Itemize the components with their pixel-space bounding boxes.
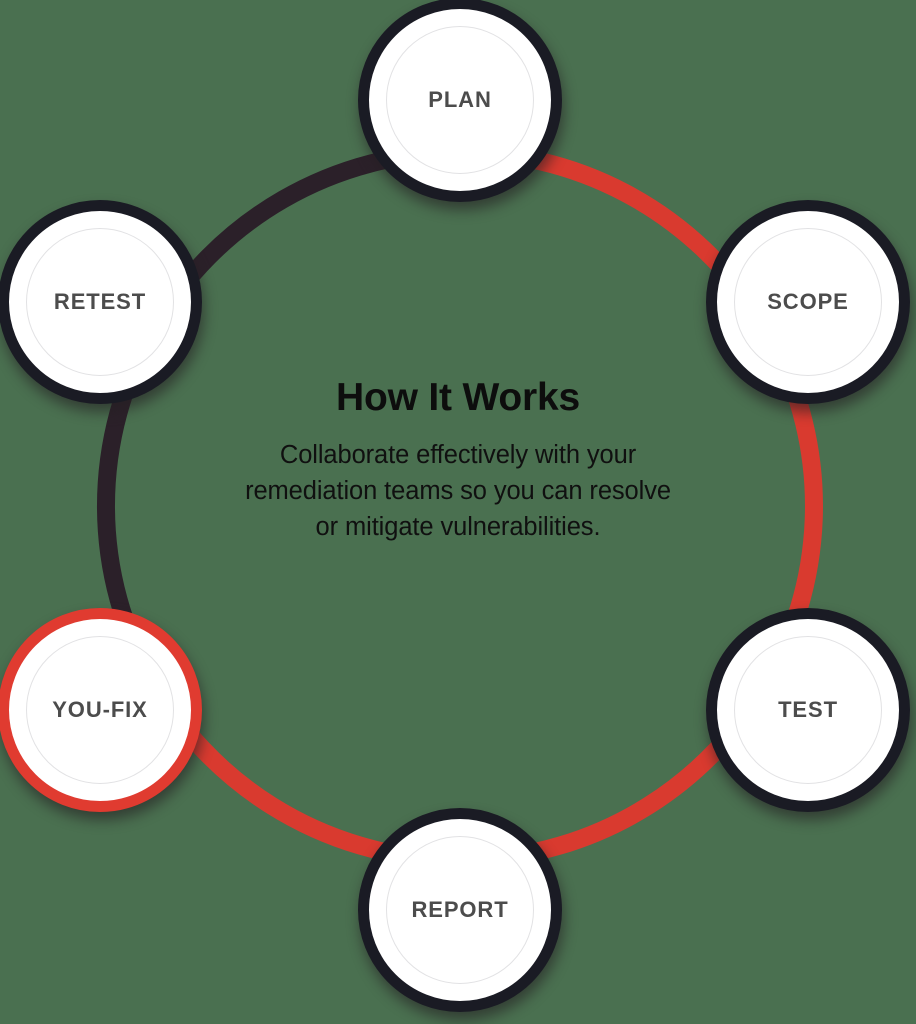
- node-inner-ring: [386, 26, 534, 174]
- node-label-report: REPORT: [411, 897, 509, 922]
- cycle-node-report[interactable]: REPORT: [358, 808, 564, 1020]
- node-label-retest: RETEST: [53, 289, 147, 314]
- node-label-test: TEST: [778, 697, 838, 722]
- cycle-node-you-fix[interactable]: YOU-FIX: [0, 608, 204, 820]
- node-inner-ring: [386, 836, 534, 984]
- cycle-node-scope[interactable]: SCOPE: [706, 200, 912, 412]
- node-inner-ring: [734, 636, 882, 784]
- node-inner-ring: [734, 228, 882, 376]
- node-label-plan: PLAN: [428, 87, 492, 112]
- cycle-node-test[interactable]: TEST: [706, 608, 912, 820]
- cycle-node-plan[interactable]: PLAN: [358, 0, 564, 210]
- node-inner-ring: [26, 636, 174, 784]
- node-label-scope: SCOPE: [767, 289, 849, 314]
- cycle-node-retest[interactable]: RETEST: [0, 200, 204, 412]
- node-inner-ring: [26, 228, 174, 376]
- node-label-you-fix: YOU-FIX: [52, 697, 148, 722]
